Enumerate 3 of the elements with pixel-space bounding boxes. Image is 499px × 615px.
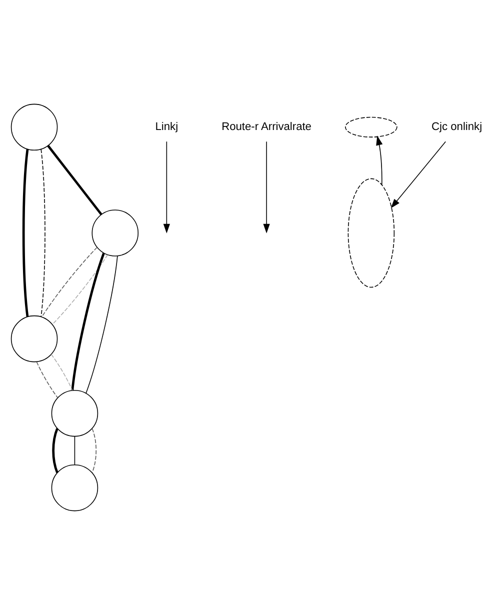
- node-text: Cjc onlinkj: [432, 121, 482, 134]
- node-text: Route-r Arrivalrate: [222, 121, 312, 134]
- node-text: Linkj: [155, 121, 178, 134]
